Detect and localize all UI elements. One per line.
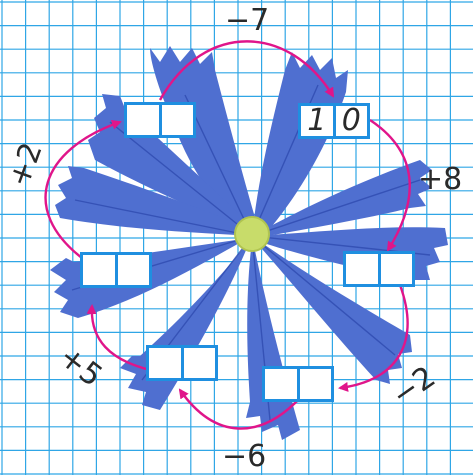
answer-box-right xyxy=(343,251,415,287)
ones-cell[interactable] xyxy=(162,105,194,135)
operation-label-right: +8 xyxy=(418,165,462,195)
ones-cell[interactable] xyxy=(300,369,332,399)
answer-box-bottom-right xyxy=(262,366,334,402)
flower-center xyxy=(235,217,269,251)
tens-cell[interactable] xyxy=(346,254,378,284)
operation-label-top: −7 xyxy=(225,6,269,36)
ones-cell[interactable]: 0 xyxy=(336,106,368,136)
ones-cell[interactable] xyxy=(184,348,216,378)
tens-cell[interactable] xyxy=(127,105,159,135)
ones-cell[interactable] xyxy=(118,255,150,285)
tens-cell[interactable] xyxy=(265,369,297,399)
answer-box-top-left xyxy=(124,102,196,138)
tens-cell[interactable] xyxy=(149,348,181,378)
answer-box-top-right: 1 0 xyxy=(298,103,370,139)
tens-cell[interactable] xyxy=(83,255,115,285)
operation-label-bottom: −6 xyxy=(222,442,266,472)
answer-box-bottom-left xyxy=(146,345,218,381)
answer-box-left xyxy=(80,252,152,288)
ones-cell[interactable] xyxy=(381,254,413,284)
tens-cell[interactable]: 1 xyxy=(301,106,333,136)
